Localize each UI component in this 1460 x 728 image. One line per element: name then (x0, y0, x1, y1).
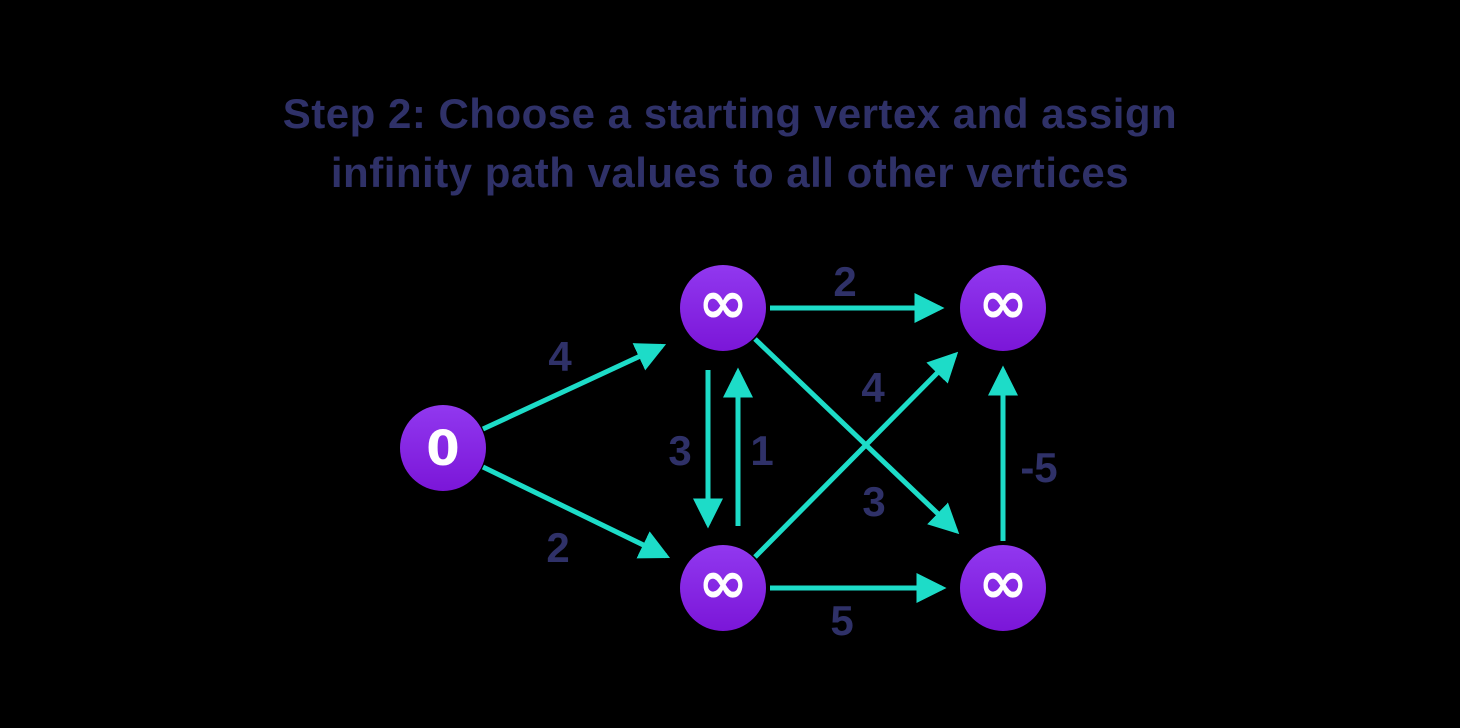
weight-bottom-middle-bottom-right: 5 (830, 597, 853, 644)
edge-start-to-top-middle (481, 343, 667, 432)
node-bottom-right-circle (960, 545, 1046, 631)
weight-start-top-middle: 4 (548, 333, 572, 380)
edge-bottom-middle-to-top-right (753, 351, 959, 559)
node-top-right-value: ∞ (978, 268, 1028, 338)
node-start-value: 0 (426, 421, 459, 477)
step-title: Step 2: Choose a starting vertex and ass… (0, 84, 1460, 202)
node-top-right: ∞ (960, 265, 1046, 351)
weight-top-middle-bottom-right: 3 (862, 478, 885, 525)
node-top-middle: ∞ (680, 265, 766, 351)
node-bottom-right: ∞ (960, 545, 1046, 631)
weight-bottom-right-top-right: -5 (1020, 444, 1057, 491)
step-title-line2: infinity path values to all other vertic… (330, 149, 1130, 196)
weight-top-middle-top-right: 2 (833, 258, 856, 305)
node-bottom-middle-circle (680, 545, 766, 631)
node-bottom-middle: ∞ (680, 545, 766, 631)
weight-start-bottom-middle: 2 (546, 524, 569, 571)
node-start-circle (400, 405, 486, 491)
weight-bottom-middle-top-right: 4 (861, 364, 885, 411)
node-start: 0 (400, 405, 486, 491)
node-bottom-right-value: ∞ (978, 548, 1028, 618)
edge-top-middle-to-bottom-right (753, 337, 960, 535)
step-title-line1: Step 2: Choose a starting vertex and ass… (282, 90, 1178, 137)
edge-start-to-bottom-middle (481, 464, 671, 559)
weight-bottom-middle-top-middle: 1 (750, 427, 773, 474)
node-top-middle-value: ∞ (698, 268, 748, 338)
weight-top-middle-bottom-middle: 3 (668, 427, 691, 474)
node-bottom-middle-value: ∞ (698, 548, 748, 618)
node-top-right-circle (960, 265, 1046, 351)
node-top-middle-circle (680, 265, 766, 351)
